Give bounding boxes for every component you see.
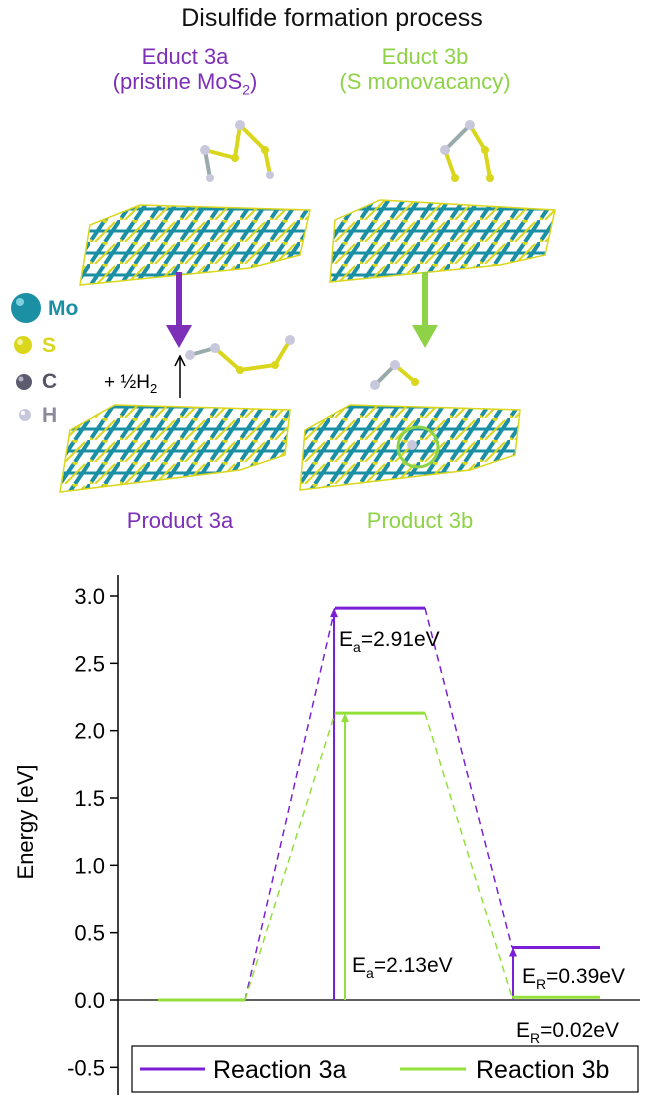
annotation-er-3b: ER=0.02eV bbox=[516, 1019, 619, 1046]
h2-release-label: + ½H2 bbox=[104, 372, 157, 396]
chart-legend: Reaction 3a Reaction 3b bbox=[131, 1045, 639, 1093]
y-tick-label: 0.0 bbox=[74, 988, 105, 1013]
schematic-svg bbox=[59, 120, 556, 493]
educt-3a-close: ) bbox=[250, 69, 258, 94]
y-tick-label: 2.0 bbox=[74, 719, 105, 744]
chart-series bbox=[158, 606, 600, 1002]
slab-product-3a bbox=[59, 404, 291, 493]
mo-legend-label: Mo bbox=[48, 297, 79, 320]
activation-arrowhead bbox=[341, 713, 349, 723]
molecule-educt-3b bbox=[440, 120, 494, 182]
series-reaction-3b bbox=[158, 711, 600, 1002]
educt-3a-subscript: 2 bbox=[242, 81, 251, 98]
connector-fall bbox=[424, 607, 513, 948]
slab-educt-3a bbox=[79, 204, 311, 286]
energy-chart: 3.02.52.01.51.00.50.0-0.5 Ea=2.91eVEa=2.… bbox=[67, 575, 640, 1095]
slab-educt-3b bbox=[329, 199, 556, 283]
product-3a-label: Product 3a bbox=[126, 508, 234, 533]
educt-3b-label: Educt 3b (S monovacancy) bbox=[300, 44, 550, 94]
y-tick-label: 1.5 bbox=[74, 786, 105, 811]
educt-3a-line1: Educt 3a bbox=[141, 44, 229, 69]
educt-3b-line1: Educt 3b bbox=[381, 44, 469, 69]
y-tick-label: 0.5 bbox=[74, 921, 105, 946]
molecule-educt-3a bbox=[200, 120, 274, 182]
y-tick-label: 2.5 bbox=[74, 651, 105, 676]
product-3b-label: Product 3b bbox=[366, 508, 474, 533]
educt-3a-line2: (pristine MoS2) bbox=[60, 69, 310, 102]
molecule-product-3b bbox=[370, 360, 419, 450]
h2-release-arrow bbox=[174, 354, 186, 398]
y-tick-label: 1.0 bbox=[74, 853, 105, 878]
molecule-product-3a bbox=[185, 335, 295, 374]
legend-label-3a: Reaction 3a bbox=[213, 1056, 347, 1084]
c-legend-label: C bbox=[42, 370, 58, 393]
series-reaction-3a bbox=[158, 606, 600, 1002]
s-legend-label: S bbox=[42, 334, 57, 357]
arrow-3a bbox=[166, 272, 192, 348]
y-tick-label: -0.5 bbox=[67, 1055, 105, 1080]
annotation-er-3a: ER=0.39eV bbox=[522, 965, 625, 992]
connector-rise bbox=[244, 712, 336, 1001]
figure-title: Disulfide formation process bbox=[181, 4, 483, 32]
arrow-3b bbox=[412, 272, 438, 348]
h2-subscript: 2 bbox=[149, 380, 158, 396]
h-legend-label: H bbox=[42, 404, 58, 427]
activation-arrowhead bbox=[330, 608, 338, 618]
mo-atom-icon bbox=[11, 293, 41, 323]
vacancy-highlight-circle bbox=[396, 425, 440, 469]
y-axis-label: Energy [eV] bbox=[13, 764, 38, 880]
annotation-ea-3a: Ea=2.91eV bbox=[339, 628, 440, 655]
educt-3a-label: Educt 3a (pristine MoS2) bbox=[60, 44, 310, 102]
educt-3b-line2: (S monovacancy) bbox=[339, 69, 511, 94]
h-atom-icon bbox=[19, 409, 31, 421]
annotation-ea-3b: Ea=2.13eV bbox=[352, 954, 453, 981]
educt-3a-line2-text: (pristine MoS bbox=[112, 69, 243, 94]
y-tick-label: 3.0 bbox=[74, 584, 105, 609]
h2-prefix: + ½H bbox=[104, 372, 150, 393]
legend-box bbox=[131, 1045, 639, 1093]
connector-rise bbox=[244, 607, 336, 1001]
chart-annotations: Ea=2.91eV Ea=2.13eV ER=0.39eV ER=0.02eV bbox=[339, 628, 625, 1046]
connector-fall bbox=[424, 712, 513, 998]
s-atom-icon bbox=[14, 336, 32, 354]
legend-label-3b: Reaction 3b bbox=[476, 1056, 609, 1084]
reaction-energy-arrowhead bbox=[509, 947, 517, 957]
y-axis: 3.0 2.5 2.0 1.5 1.0 0.5 0.0 -0.5 bbox=[67, 575, 640, 1095]
c-atom-icon bbox=[16, 374, 32, 390]
